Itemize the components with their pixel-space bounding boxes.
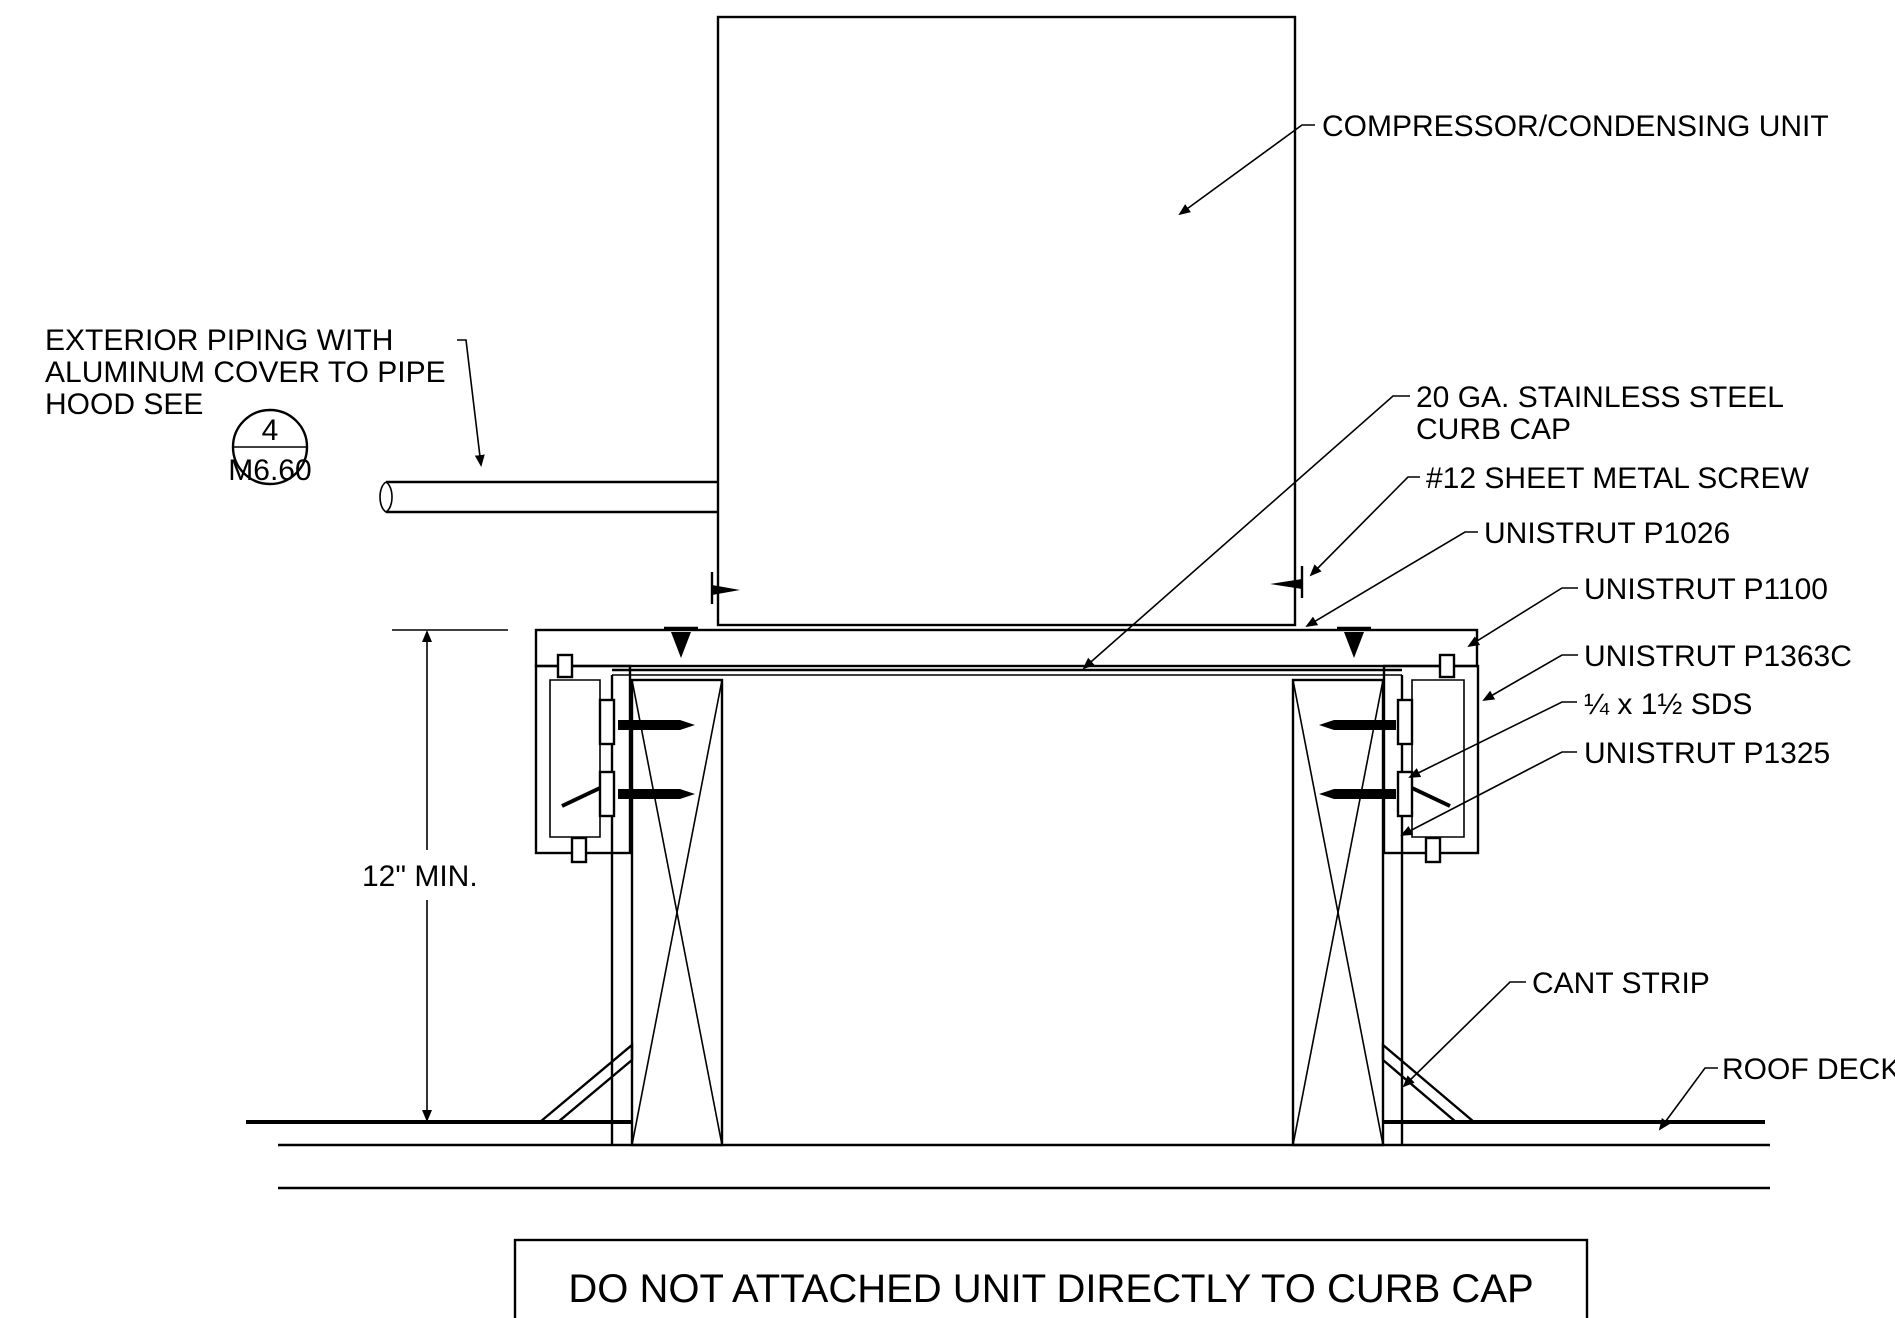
wood-blocking-right <box>1291 678 1385 1147</box>
detail-sheet: M6.60 <box>228 454 311 487</box>
label-screw: #12 SHEET METAL SCREW <box>1426 462 1810 495</box>
compressor-unit <box>716 15 1297 627</box>
unistrut-bracket-right <box>1382 653 1480 864</box>
exterior-pipe <box>379 480 718 514</box>
cant-strips <box>536 1042 1478 1124</box>
sheet-metal-screws <box>664 566 1371 658</box>
unistrut-bracket-left <box>534 653 632 864</box>
label-roof-deck: ROOF DECK <box>1722 1053 1895 1086</box>
roof-deck-lines <box>246 1120 1770 1190</box>
wood-blocking-left <box>630 678 724 1147</box>
detail-number: 4 <box>262 414 279 447</box>
detail-reference-bubble: 4 M6.60 <box>228 408 312 487</box>
height-dimension-label: 12" MIN. <box>362 860 478 893</box>
label-piping-2: ALUMINUM COVER TO PIPE <box>45 356 446 389</box>
label-curb-cap-2: CURB CAP <box>1416 413 1571 446</box>
note-box: DO NOT ATTACHED UNIT DIRECTLY TO CURB CA… <box>513 1238 1589 1318</box>
label-p1100: UNISTRUT P1100 <box>1584 573 1828 606</box>
curb-cap <box>534 628 1479 1145</box>
label-piping-1: EXTERIOR PIPING WITH <box>45 324 393 357</box>
label-p1325: UNISTRUT P1325 <box>1584 737 1830 770</box>
sds-screws <box>618 720 1396 799</box>
label-p1363c: UNISTRUT P1363C <box>1584 640 1852 673</box>
label-curb-cap-1: 20 GA. STAINLESS STEEL <box>1416 381 1784 414</box>
leaders <box>457 124 1718 1131</box>
label-compressor: COMPRESSOR/CONDENSING UNIT <box>1322 110 1829 143</box>
height-dimension: 12" MIN. <box>362 629 508 1123</box>
note-text: DO NOT ATTACHED UNIT DIRECTLY TO CURB CA… <box>568 1267 1533 1311</box>
label-p1026: UNISTRUT P1026 <box>1484 517 1730 550</box>
label-sds: ¼ x 1½ SDS <box>1584 688 1752 721</box>
label-cant-strip: CANT STRIP <box>1532 967 1710 1000</box>
label-piping-3: HOOD SEE <box>45 388 203 421</box>
